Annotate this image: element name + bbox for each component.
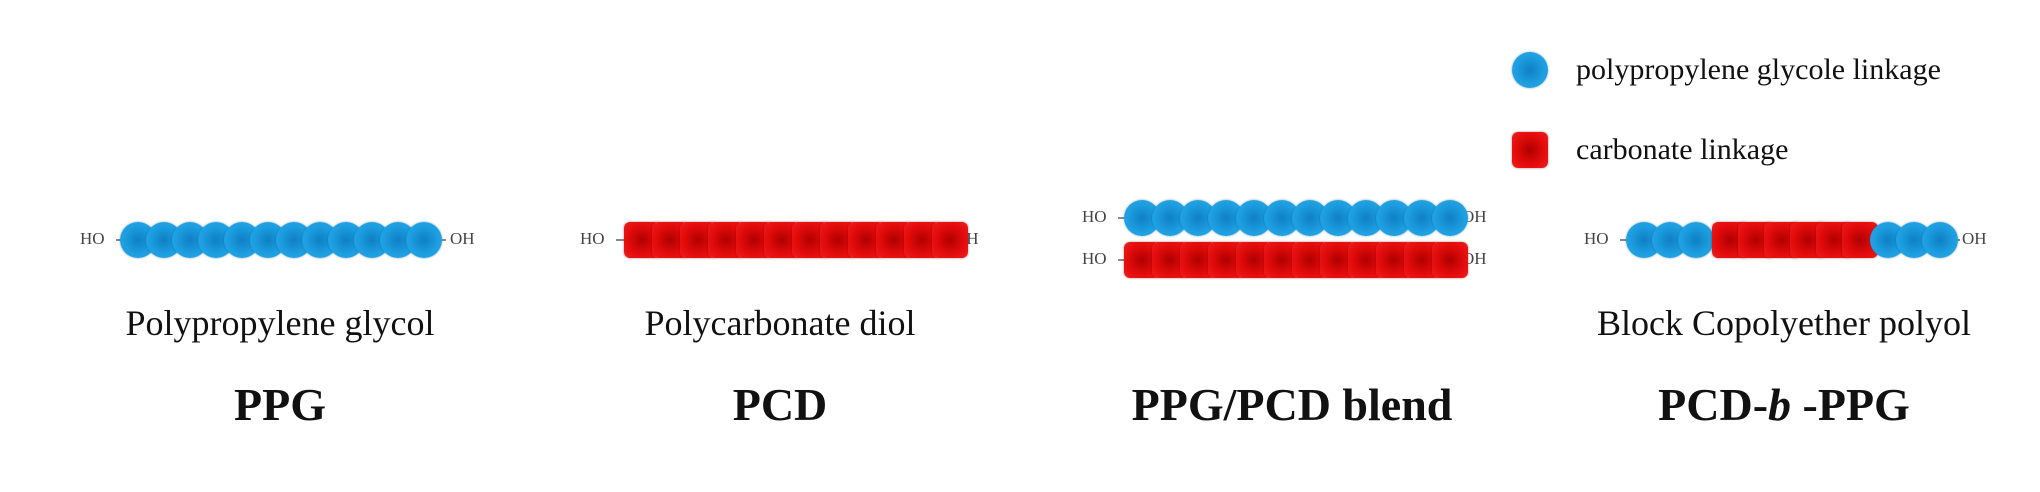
legend-ppg: polypropylene glycole linkage	[1512, 52, 1941, 88]
pcd-chain: HO OH	[580, 222, 1000, 258]
blend-pcd-chain: HO OH	[1082, 242, 1502, 278]
ppg-linkage-bead	[1678, 222, 1714, 258]
legend-ppg-label: polypropylene glycole linkage	[1576, 53, 1941, 86]
block-label-prefix: PCD-	[1658, 379, 1769, 430]
blend-ppg-chain: HO OH	[1082, 200, 1502, 236]
ppg-linkage-bead	[1432, 200, 1468, 236]
ho-end-group: HO	[1584, 229, 1609, 248]
ho-end-group: HO	[80, 229, 105, 248]
carbonate-linkage-bead	[932, 222, 968, 258]
block-label: PCD-b -PPG	[1564, 378, 2004, 431]
block-caption: Block Copolyether polyol	[1597, 303, 1971, 343]
oh-end-group: OH	[1462, 207, 1487, 226]
pcd-label: PCD	[732, 379, 828, 430]
blend-label: PPG/PCD blend	[1131, 379, 1453, 430]
ppg-label: PPG	[234, 379, 326, 430]
carbonate-linkage-icon	[1512, 132, 1548, 168]
pcd-caption: Polycarbonate diol	[644, 303, 916, 343]
ho-end-group: HO	[1082, 207, 1107, 226]
oh-end-group: OH	[450, 229, 475, 248]
ppg-linkage-icon	[1512, 52, 1548, 88]
ho-end-group: HO	[580, 229, 605, 248]
legend-carbonate-label: carbonate linkage	[1576, 133, 1789, 166]
block-copolymer-chain: HO OH	[1584, 222, 2004, 258]
block-label-suffix: -PPG	[1791, 379, 1910, 430]
block-label-italic: b	[1768, 379, 1792, 430]
ppg-chain: HO OH	[80, 222, 480, 258]
carbonate-linkage-bead	[1432, 242, 1468, 278]
oh-end-group: OH	[1962, 229, 1987, 248]
oh-end-group: OH	[1462, 249, 1487, 268]
ppg-linkage-bead	[406, 222, 442, 258]
legend-carbonate: carbonate linkage	[1512, 132, 1788, 168]
ho-end-group: HO	[1082, 249, 1107, 268]
ppg-linkage-bead	[1922, 222, 1958, 258]
ppg-caption: Polypropylene glycol	[125, 303, 435, 343]
